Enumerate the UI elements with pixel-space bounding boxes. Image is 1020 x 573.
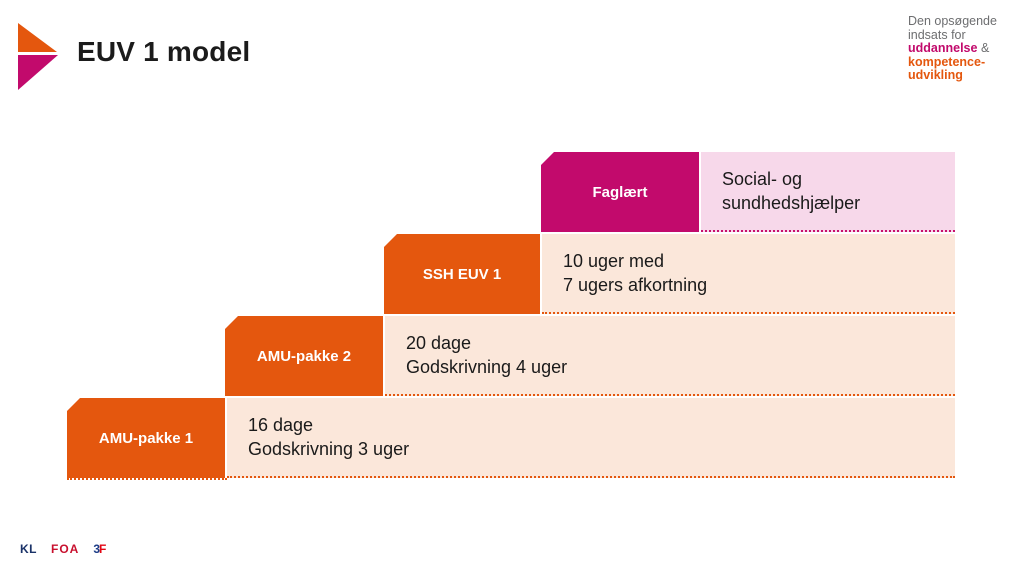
footer-logos: KL FOA 3F [20, 542, 106, 556]
step-content-amu-pakke-1: 16 dage Godskrivning 3 uger [227, 398, 955, 478]
brand-arrow-icon [18, 23, 58, 90]
step-text-line: Godskrivning 4 uger [406, 357, 568, 377]
brand-line-1: Den opsøgende [908, 14, 997, 28]
step-text-line: 20 dage [406, 333, 472, 353]
step-label-amu-pakke-1: AMU-pakke 1 [67, 398, 225, 478]
3f-logo: 3F [93, 542, 106, 556]
step-text-line: sundhedshjælper [722, 193, 861, 213]
step-label-ssh-euv-1: SSH EUV 1 [384, 234, 540, 314]
kl-logo: KL [20, 542, 37, 556]
step-text-line: Social- og [722, 169, 803, 189]
step-text-line: 16 dage [248, 415, 314, 435]
brand-ampersand: & [977, 41, 990, 55]
brand-line-2: indsats for [908, 27, 966, 42]
foa-logo: FOA [51, 542, 80, 556]
step-text-line: 10 uger med [563, 251, 665, 271]
step-content-ssh-euv-1: 10 uger med 7 ugers afkortning [542, 234, 955, 314]
3f-logo-digit: 3 [93, 542, 101, 556]
step-text-line: 7 ugers afkortning [563, 275, 708, 295]
brand-line-4: kompetence- [908, 54, 986, 69]
brand-line-5: udvikling [908, 68, 963, 82]
brand-logo: Den opsøgende indsats for uddannelse & k… [908, 14, 1016, 83]
brand-line-3: uddannelse & [908, 41, 1016, 56]
step-label-faglaert: Faglært [541, 152, 699, 232]
step-content-faglaert: Social- og sundhedshjælper [701, 152, 955, 232]
step-label-amu-pakke-2: AMU-pakke 2 [225, 316, 383, 396]
3f-logo-letter: F [99, 542, 107, 556]
page-title: EUV 1 model [77, 36, 251, 67]
brand-uddannelse: uddannelse [908, 41, 978, 55]
step-text-line: Godskrivning 3 uger [248, 439, 410, 459]
step-content-amu-pakke-2: 20 dage Godskrivning 4 uger [385, 316, 955, 396]
step-dotted-underline [67, 478, 227, 480]
